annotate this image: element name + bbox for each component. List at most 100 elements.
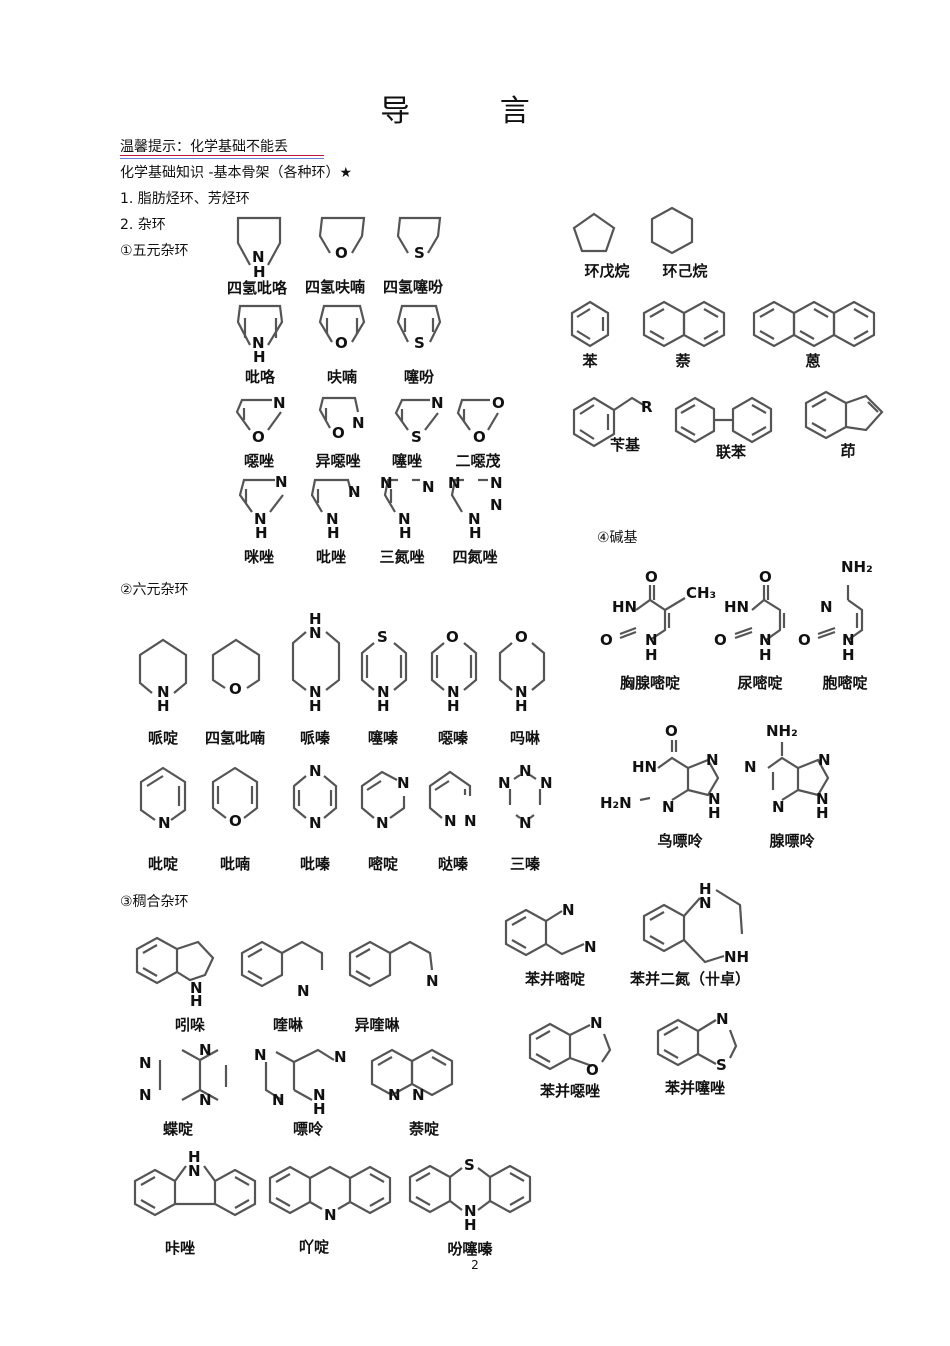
carbazole-structure: [133, 1165, 257, 1217]
atom-label: O: [335, 244, 348, 262]
atom-label: N: [699, 894, 712, 912]
quinoline-structure: [240, 940, 324, 988]
caption: 异噁唑: [315, 452, 361, 470]
indene-structure: [804, 390, 884, 440]
purine-structure: [264, 1048, 335, 1101]
caption: 苯: [582, 352, 598, 370]
atom-label: N: [645, 631, 658, 649]
caption: 腺嘌呤: [769, 832, 815, 850]
tip-underline: [120, 155, 324, 156]
atom-label: HN: [612, 598, 637, 616]
caption: 噁唑: [243, 452, 274, 470]
atom-label: R: [641, 398, 653, 416]
caption: 哒嗪: [437, 855, 468, 873]
atom-label: N: [199, 1091, 212, 1109]
caption: 噻吩: [403, 368, 434, 386]
atom-label: N: [448, 474, 461, 492]
atom-label: H: [699, 880, 712, 898]
atom-label: H: [515, 697, 528, 715]
atom-label: N: [447, 683, 460, 701]
atom-label: N: [188, 1162, 201, 1180]
caption: 吡咯: [244, 368, 275, 386]
atom-label: O: [335, 334, 348, 352]
caption: 联苯: [715, 443, 746, 461]
atom-label: O: [229, 680, 242, 698]
atom-label: N: [297, 982, 310, 1000]
caption: 四氢呋喃: [304, 278, 365, 296]
caption: 苯并嘧啶: [524, 970, 585, 988]
benzyl-structure: [572, 396, 646, 448]
naphthalene-structure: [642, 300, 726, 348]
atom-label: H: [188, 1148, 201, 1166]
atom-label: NH: [724, 948, 749, 966]
atom-label: N: [816, 790, 829, 808]
caption: 四氢噻吩: [382, 278, 443, 296]
atom-label: N: [352, 414, 365, 432]
atom-label: S: [414, 244, 425, 262]
thymine-structure: [619, 585, 686, 641]
atom-label: N: [398, 510, 411, 528]
atom-label: S: [411, 428, 422, 446]
caption: 鸟嘌呤: [657, 832, 703, 850]
caption: 喹啉: [272, 1016, 303, 1034]
caption: 吖啶: [298, 1238, 329, 1256]
atom-label: N: [468, 510, 481, 528]
atom-label: N: [190, 979, 203, 997]
benzodiazepine-structure: [642, 889, 744, 964]
thf-structure: [318, 216, 366, 254]
atom-label: N: [412, 1086, 425, 1104]
atom-label: N: [744, 758, 757, 776]
atom-label: N: [272, 1091, 285, 1109]
atom-label: NH₂: [766, 722, 798, 740]
atom-label: H: [447, 697, 460, 715]
caption: 四氢吡喃: [204, 729, 265, 747]
atom-label: N: [820, 598, 833, 616]
atom-label: N: [759, 631, 772, 649]
piperazine-structure: [291, 631, 341, 691]
atom-label: S: [464, 1156, 475, 1174]
atom-label: N: [498, 774, 511, 792]
atom-label: H: [255, 524, 268, 542]
atom-label: S: [716, 1056, 727, 1074]
atom-label: N: [708, 790, 721, 808]
section-title: 化学基础知识 -基本骨架（各种环）★: [120, 165, 353, 181]
atom-label: N: [464, 812, 477, 830]
dioxole-structure: [456, 398, 499, 431]
caption: 吲哚: [174, 1016, 205, 1034]
atom-label: N: [324, 1206, 337, 1224]
atom-label: N: [540, 774, 553, 792]
pyrazine-structure: [292, 775, 338, 819]
caption: 噻唑: [391, 452, 422, 470]
caption: 苯并噻唑: [664, 1079, 725, 1097]
naphthyridine-structure: [370, 1048, 454, 1097]
thiophane-structure: [396, 216, 442, 254]
indole-structure: [135, 936, 215, 985]
pyran-structure: [211, 766, 259, 819]
atom-label: H: [190, 992, 203, 1010]
caption: 蒽: [805, 352, 821, 370]
atom-label: NH₂: [841, 558, 873, 576]
pyridazine-structure: [428, 770, 472, 819]
atom-label: N: [706, 751, 719, 769]
benzoxazole-structure: [528, 1022, 612, 1071]
tip-underline-2: [120, 158, 324, 159]
pteridine-structure: [158, 1049, 228, 1101]
thiazine-structure: [360, 642, 408, 691]
benzothiazole-structure: [656, 1018, 738, 1067]
caption: 吡唑: [315, 548, 346, 566]
atom-label: N: [388, 1086, 401, 1104]
atom-label: N: [309, 762, 322, 780]
atom-label: H₂N: [600, 794, 632, 812]
atom-label: N: [139, 1086, 152, 1104]
caption: 异喹啉: [354, 1016, 400, 1034]
item-1: 1. 脂肪烃环、芳烃环: [120, 191, 250, 207]
atom-label: H: [759, 646, 772, 664]
atom-label: O: [600, 631, 613, 649]
pyrrole-structure: [236, 304, 284, 346]
atom-label: O: [586, 1061, 599, 1079]
phenothiazine-structure: [408, 1164, 532, 1214]
caption: 苯并噁唑: [539, 1082, 600, 1100]
caption: 三嗪: [509, 855, 540, 873]
atom-label: N: [818, 751, 831, 769]
caption: 蝶啶: [162, 1120, 193, 1138]
